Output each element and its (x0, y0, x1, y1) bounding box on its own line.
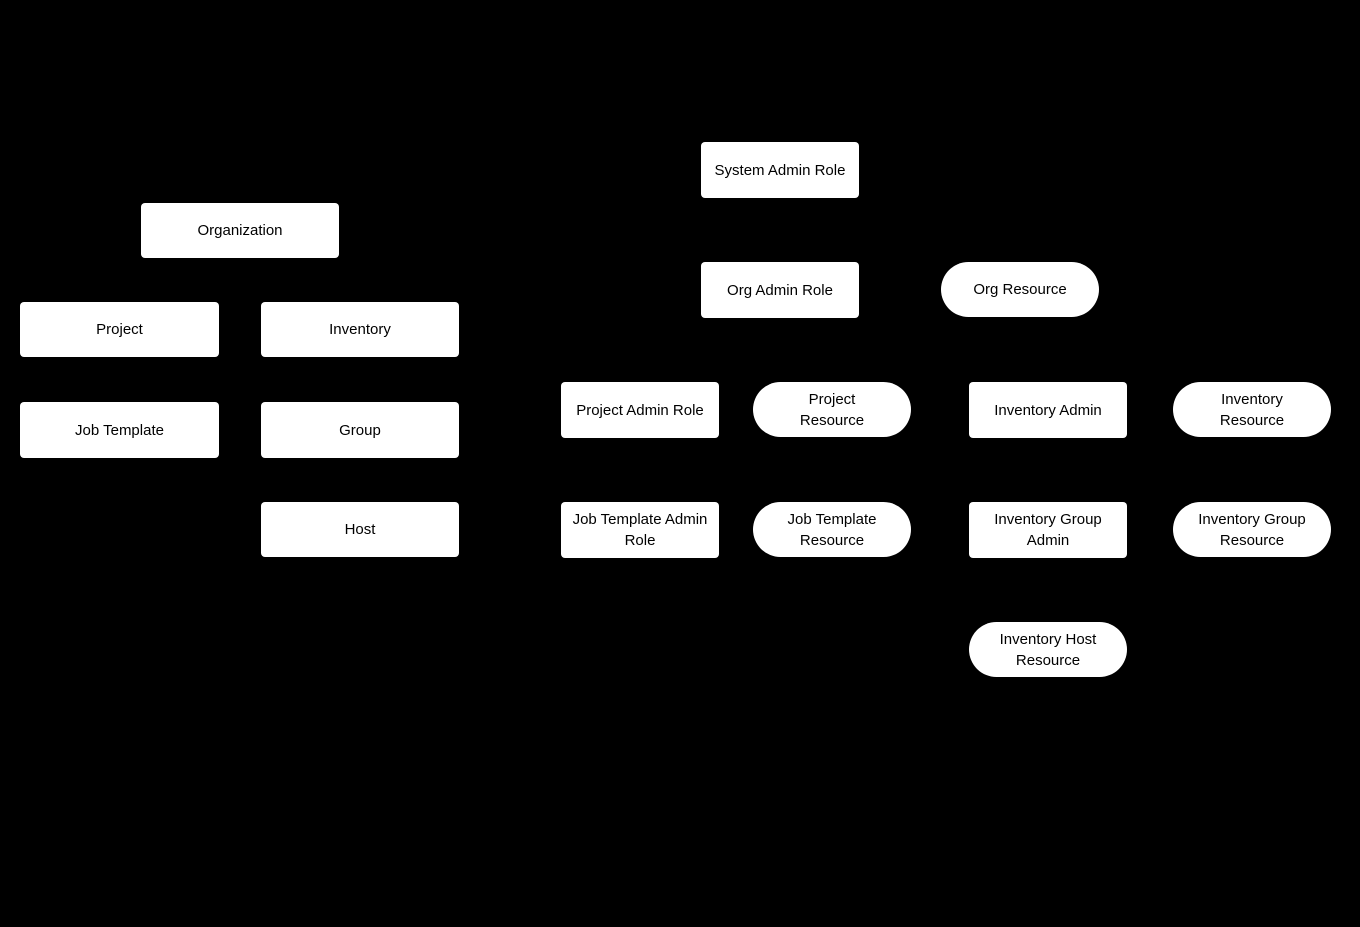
node-org-resource: Org Resource (941, 262, 1099, 317)
node-job-template-resource: Job Template Resource (753, 502, 911, 557)
node-label: Project (96, 321, 143, 338)
node-group: Group (261, 402, 459, 458)
node-project: Project (20, 302, 219, 357)
node-inventory-group-admin: Inventory Group Admin (969, 502, 1127, 558)
node-label: Inventory Host Resource (999, 630, 1097, 669)
node-label: Inventory Group Resource (1198, 510, 1306, 549)
node-org-admin-role: Org Admin Role (701, 262, 859, 318)
node-label: Org Admin Role (727, 281, 833, 299)
node-label: Inventory Admin (994, 401, 1102, 419)
node-inventory-admin: Inventory Admin (969, 382, 1127, 438)
node-label: Organization (197, 222, 283, 239)
node-label: Group (339, 421, 381, 439)
node-inventory-host-resource: Inventory Host Resource (969, 622, 1127, 677)
node-label: Inventory (329, 321, 391, 338)
node-label: Project Admin Role (576, 401, 704, 419)
node-label: System Admin Role (714, 161, 846, 179)
node-label: Inventory Resource (1219, 390, 1285, 429)
node-inventory-resource: Inventory Resource (1173, 382, 1331, 437)
node-label: Project Resource (799, 390, 865, 429)
node-project-admin-role: Project Admin Role (561, 382, 719, 438)
node-inventory-group-resource: Inventory Group Resource (1173, 502, 1331, 557)
node-label: Job Template Resource (787, 510, 877, 549)
node-label: Host (344, 521, 376, 538)
node-job-template-admin-role: Job Template Admin Role (561, 502, 719, 558)
node-host: Host (261, 502, 459, 557)
node-organization: Organization (141, 203, 339, 258)
node-project-resource: Project Resource (753, 382, 911, 437)
node-label: Job Template Admin Role (572, 511, 708, 549)
node-system-admin-role: System Admin Role (701, 142, 859, 198)
node-label: Inventory Group Admin (994, 511, 1102, 549)
node-label: Org Resource (973, 281, 1067, 298)
node-label: Job Template (75, 421, 164, 439)
node-inventory: Inventory (261, 302, 459, 357)
node-job-template: Job Template (20, 402, 219, 458)
